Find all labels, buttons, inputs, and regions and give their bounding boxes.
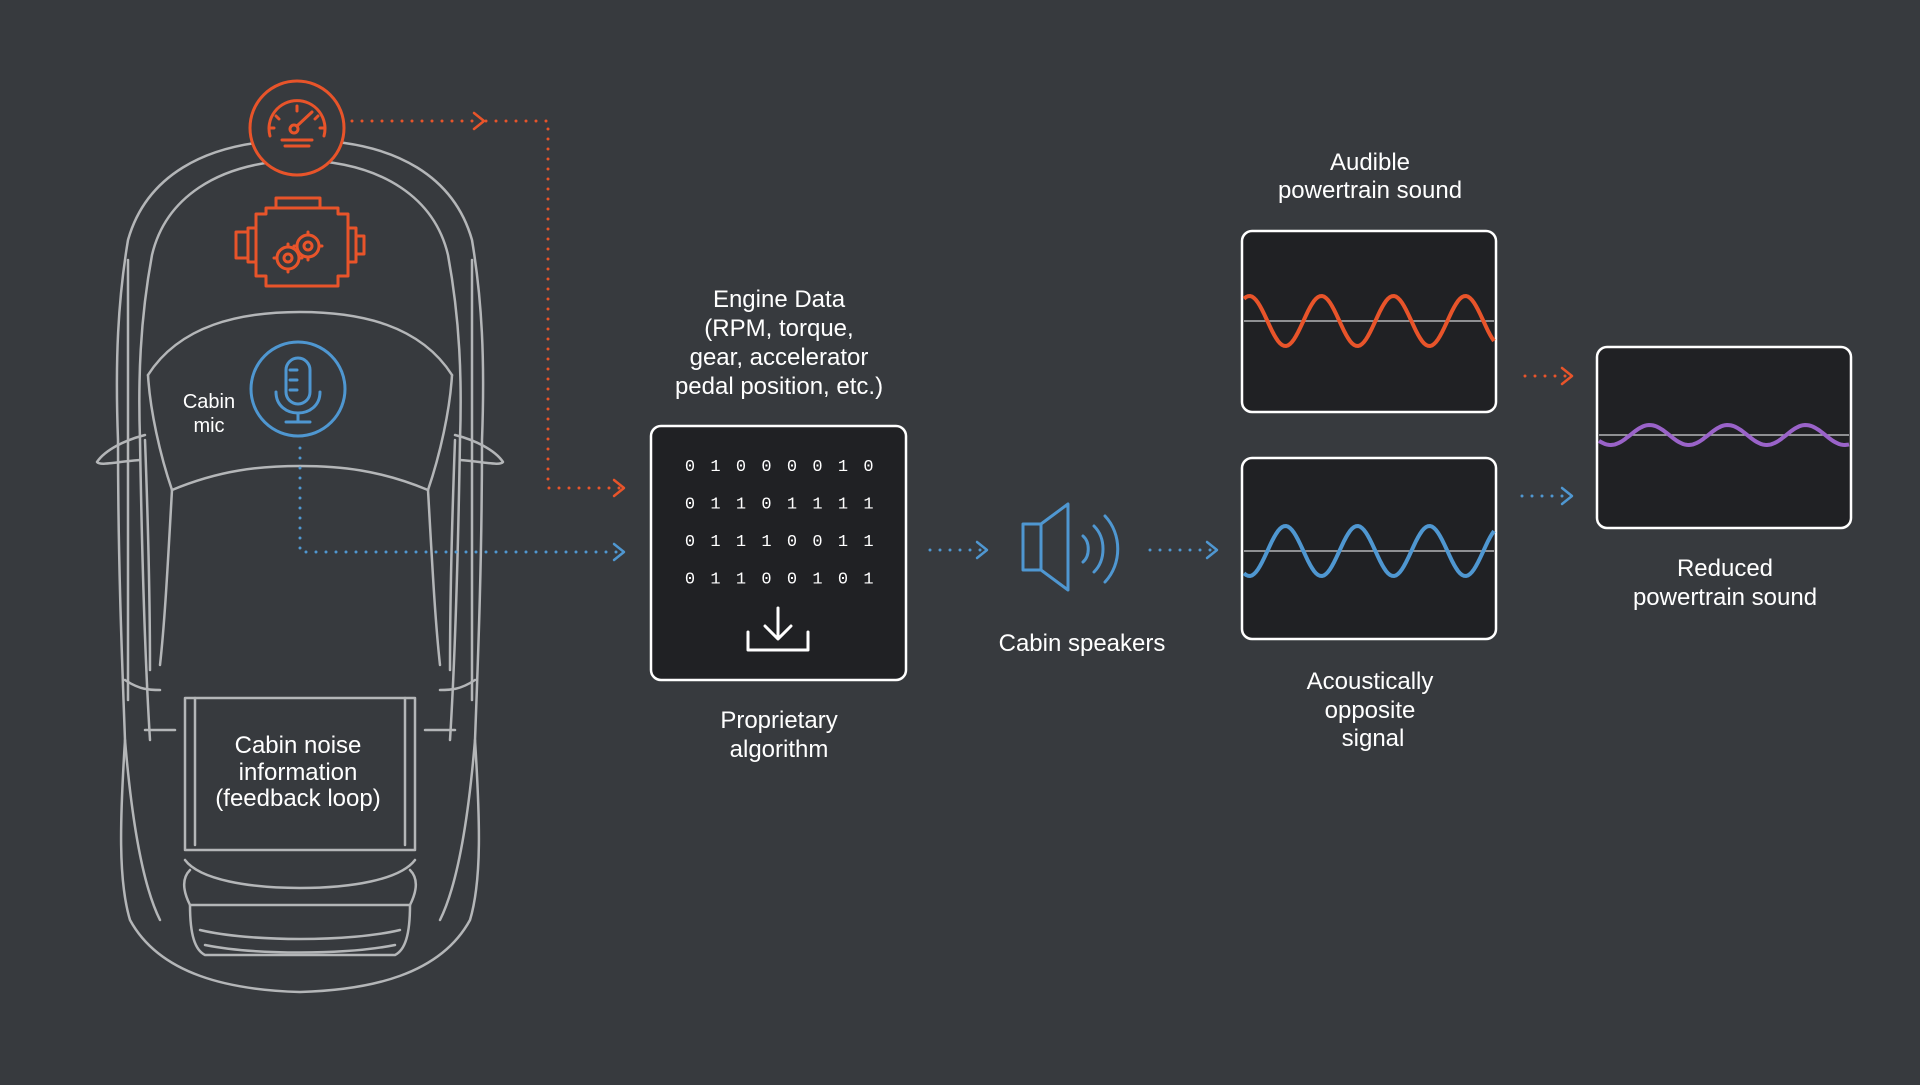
binary-digit: 0 [863, 458, 873, 477]
cabin-noise-label-line: (feedback loop) [215, 785, 380, 812]
engine-data-label-line: Engine Data [713, 286, 846, 313]
cabin-mic-connector [298, 446, 626, 562]
binary-digit: 0 [685, 496, 695, 515]
reduced-label-line: powertrain sound [1633, 584, 1817, 611]
binary-digit: 1 [710, 496, 720, 515]
opposite-waveform [1242, 523, 1496, 579]
binary-digit: 0 [787, 533, 797, 552]
cabin-speakers-label: Cabin speakers [999, 630, 1166, 657]
cabin-noise-label: Cabin noise information (feedback loop) [215, 732, 380, 812]
binary-digit: 0 [787, 458, 797, 477]
cabin-mic-label-line: Cabin [183, 391, 235, 413]
audible-label: Audible powertrain sound [1278, 149, 1462, 204]
binary-digit: 0 [685, 458, 695, 477]
opposite-wave-panel [1240, 456, 1498, 641]
cabin-mic-label-line: mic [193, 415, 224, 437]
binary-digit: 0 [761, 496, 771, 515]
reduced-label-line: Reduced [1677, 555, 1773, 582]
binary-digit: 1 [710, 533, 720, 552]
opposite-label-line: signal [1342, 725, 1405, 752]
binary-digit: 1 [838, 458, 848, 477]
binary-digit: 0 [736, 458, 746, 477]
opposite-label-line: opposite [1325, 697, 1416, 724]
audible-label-line: Audible [1330, 149, 1410, 176]
binary-digit: 1 [838, 533, 848, 552]
cabin-noise-label-line: information [239, 759, 358, 786]
binary-digit: 0 [685, 533, 695, 552]
binary-digit: 1 [812, 571, 822, 590]
audible-to-reduced-connector [1523, 366, 1574, 386]
engine-data-connector [350, 111, 626, 498]
binary-digit: 1 [863, 571, 873, 590]
binary-digit: 1 [710, 458, 720, 477]
engine-data-label-line: gear, accelerator [690, 344, 869, 371]
binary-digit: 1 [710, 571, 720, 590]
opposite-to-reduced-connector [1520, 486, 1574, 506]
binary-digit: 0 [812, 458, 822, 477]
microphone-icon [249, 340, 347, 438]
binary-digit: 0 [761, 571, 771, 590]
binary-digit: 1 [736, 496, 746, 515]
opposite-label: Acoustically opposite signal [1307, 668, 1434, 752]
reduced-label: Reduced powertrain sound [1633, 555, 1817, 611]
binary-digit: 0 [812, 533, 822, 552]
audible-waveform [1242, 293, 1496, 349]
binary-digit: 1 [787, 496, 797, 515]
engine-icon [234, 196, 366, 288]
algorithm-label: Proprietary algorithm [720, 707, 837, 763]
binary-digit: 1 [838, 496, 848, 515]
engine-data-label: Engine Data (RPM, torque, gear, accelera… [675, 286, 883, 400]
reduced-waveform [1597, 422, 1850, 448]
binary-digit: 1 [761, 533, 771, 552]
engine-data-label-line: (RPM, torque, [704, 315, 853, 342]
audible-wave-panel [1240, 229, 1498, 414]
algorithm-to-speaker-connector [928, 540, 989, 560]
binary-digit: 0 [787, 571, 797, 590]
binary-digit: 0 [685, 571, 695, 590]
opposite-label-line: Acoustically [1307, 668, 1434, 695]
binary-digit: 1 [863, 533, 873, 552]
audible-label-line: powertrain sound [1278, 177, 1462, 204]
speedometer-icon [248, 79, 346, 177]
binary-digit: 1 [736, 571, 746, 590]
algorithm-label-line: algorithm [730, 736, 829, 763]
binary-digit: 0 [761, 458, 771, 477]
reduced-wave-panel [1595, 345, 1853, 530]
algorithm-label-line: Proprietary [720, 707, 837, 734]
binary-digit: 1 [863, 496, 873, 515]
car-outline [95, 138, 505, 994]
speaker-icon [1021, 502, 1120, 592]
binary-digit: 1 [812, 496, 822, 515]
engine-data-label-line: pedal position, etc.) [675, 373, 883, 400]
cabin-noise-label-line: Cabin noise [235, 732, 362, 759]
binary-digit: 0 [838, 571, 848, 590]
speaker-to-signal-connector [1148, 540, 1219, 560]
cabin-mic-label: Cabin mic [183, 391, 235, 437]
binary-digit: 1 [736, 533, 746, 552]
download-icon [746, 606, 810, 652]
